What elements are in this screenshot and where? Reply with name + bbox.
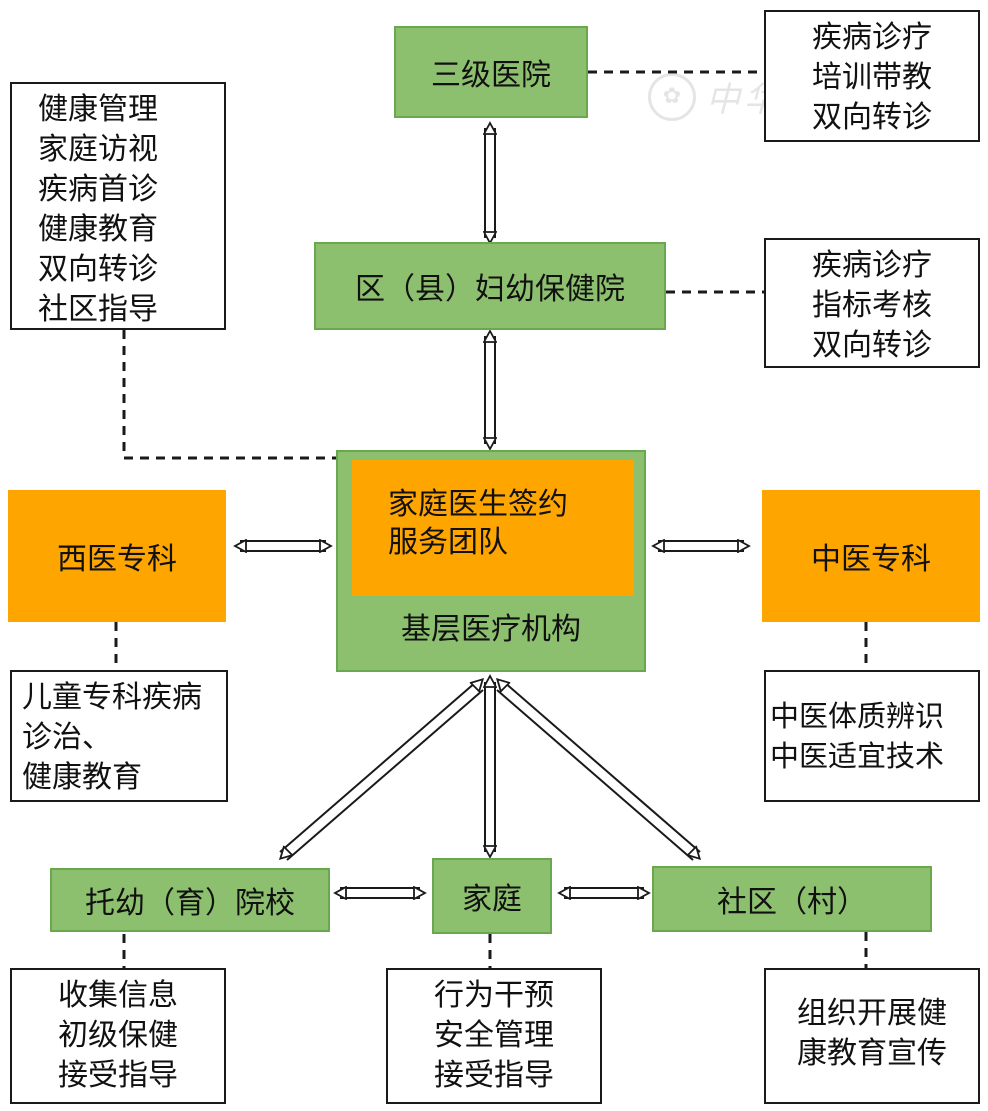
node-tertiary-hospital: 三级医院 (394, 26, 588, 118)
dashed-connectors (114, 70, 868, 968)
note-line: 康教育宣传 (797, 1036, 947, 1071)
node-community: 社区（村） (652, 866, 932, 932)
note-primary: 健康管理 家庭访视 疾病首诊 健康教育 双向转诊 社区指导 (10, 82, 226, 330)
note-line: 接受指导 (434, 1058, 554, 1093)
arrow-primary-family (485, 677, 495, 856)
note-line: 中医适宜技术 (770, 739, 945, 773)
seal-icon: ✿ (648, 72, 696, 121)
note-line: 家庭访视 (38, 132, 158, 167)
note-line: 安全管理 (434, 1018, 554, 1053)
note-line: 诊治、 (22, 720, 112, 755)
note-line: 健康教育 (22, 760, 142, 795)
node-tcm-specialty: 中医专科 (762, 490, 980, 622)
note-line: 健康教育 (38, 212, 158, 247)
team-line: 服务团队 (388, 525, 508, 560)
arrow-family-community (560, 888, 648, 898)
note-line: 疾病诊疗 (812, 248, 932, 283)
note-line: 初级保健 (58, 1018, 178, 1053)
node-district-mch: 区（县）妇幼保健院 (314, 242, 666, 330)
team-line: 家庭医生签约 (388, 487, 568, 522)
note-line: 双向转诊 (812, 100, 932, 135)
note-line: 培训带教 (812, 60, 932, 95)
node-label: 基层医疗机构 (401, 612, 581, 647)
note-line: 健康管理 (38, 92, 158, 127)
note-tcm: 中医体质辨识 中医适宜技术 (764, 670, 980, 802)
note-district: 疾病诊疗 指标考核 双向转诊 (764, 238, 980, 368)
node-western-specialty: 西医专科 (8, 490, 226, 622)
note-line: 双向转诊 (38, 252, 158, 287)
note-family: 行为干预 安全管理 接受指导 (386, 968, 602, 1104)
node-label: 社区（村） (717, 885, 867, 920)
arrow-district-primary (485, 332, 495, 448)
double-arrows (236, 124, 748, 898)
note-line: 组织开展健 (797, 996, 947, 1031)
node-label: 区（县）妇幼保健院 (355, 272, 625, 307)
dash-primary-note (122, 330, 336, 460)
note-line: 社区指导 (38, 292, 158, 327)
arrow-nursery-family (336, 888, 424, 898)
node-label: 家庭 (462, 882, 522, 917)
note-nursery: 收集信息 初级保健 接受指导 (10, 968, 226, 1104)
note-line: 双向转诊 (812, 328, 932, 363)
arrow-western-primary (236, 541, 330, 551)
note-line: 儿童专科疾病 (22, 680, 202, 715)
node-label: 中医专科 (811, 542, 931, 577)
arrow-primary-nursery (280, 680, 483, 861)
node-label: 托幼（育）院校 (85, 886, 295, 921)
arrow-primary-tcm (654, 541, 748, 551)
node-label: 西医专科 (57, 542, 177, 577)
arrow-tertiary-district (485, 124, 495, 242)
node-nursery-school: 托幼（育）院校 (50, 868, 330, 932)
node-family: 家庭 (432, 858, 552, 934)
node-family-doctor-team: 家庭医生签约 服务团队 (352, 460, 634, 596)
note-line: 中医体质辨识 (770, 699, 945, 733)
arrow-primary-community (497, 680, 700, 861)
note-line: 行为干预 (434, 978, 554, 1013)
note-line: 指标考核 (812, 288, 932, 323)
note-line: 疾病首诊 (38, 172, 158, 207)
note-tertiary: 疾病诊疗 培训带教 双向转诊 (764, 10, 980, 142)
node-primary-care: 家庭医生签约 服务团队 基层医疗机构 (336, 450, 646, 672)
note-line: 收集信息 (58, 978, 178, 1013)
note-community: 组织开展健 康教育宣传 (764, 968, 980, 1104)
note-western: 儿童专科疾病 诊治、 健康教育 (10, 670, 228, 802)
node-label: 三级医院 (431, 58, 551, 93)
note-line: 接受指导 (58, 1058, 178, 1093)
note-line: 疾病诊疗 (812, 20, 932, 55)
